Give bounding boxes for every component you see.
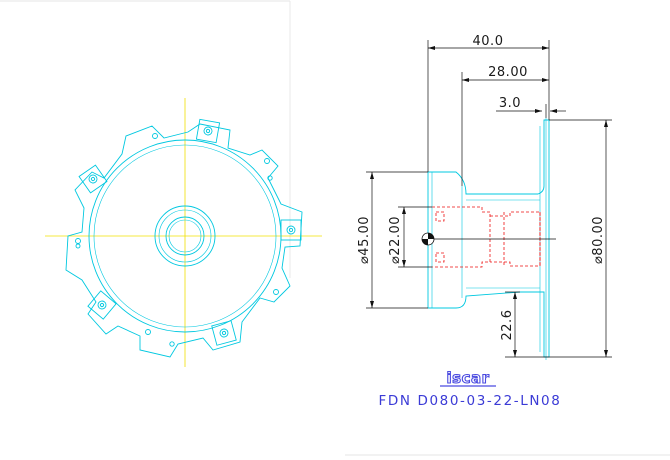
hidden-slot-bottom (435, 252, 445, 263)
insert-upper-left (78, 164, 108, 194)
dim-radial-depth: 22.6 (500, 310, 515, 341)
hidden-slot-top (435, 211, 445, 222)
body-face-inner-circle (93, 144, 277, 328)
drawing-title: FDN D080-03-22-LN08 (379, 393, 562, 409)
dim-cutter-diameter: ⌀80.00 (591, 216, 606, 264)
insert-top (195, 118, 221, 144)
dim-hub-diameter: ⌀45.00 (357, 216, 372, 264)
front-view (45, 98, 322, 367)
cutter-body-outline (65, 123, 303, 358)
dim-overall-length: 40.0 (473, 34, 504, 49)
brand-logo: iscar (440, 368, 496, 388)
side-view (421, 118, 556, 360)
dimension-annotations: 40.0 28.00 3.0 ⌀80.00 ⌀45.00 ⌀22.00 (357, 34, 612, 358)
insert-right (280, 219, 302, 241)
hidden-bore (432, 206, 491, 268)
dim-width: 3.0 (499, 96, 521, 111)
dim-body-length: 28.00 (488, 65, 528, 80)
dim-bore-diameter: ⌀22.00 (388, 216, 403, 264)
side-body-outline (427, 119, 550, 358)
bore-inner-circle (168, 219, 202, 253)
bore-circle (165, 216, 205, 256)
insert-bottom (211, 320, 237, 346)
center-of-gravity-symbol (421, 232, 435, 246)
insert-lower-left (87, 290, 117, 320)
brand-logo-text: iscar (447, 369, 490, 387)
hub-circle (154, 205, 216, 267)
screw-holes (75, 133, 279, 347)
hub-inner-circle (158, 209, 212, 263)
